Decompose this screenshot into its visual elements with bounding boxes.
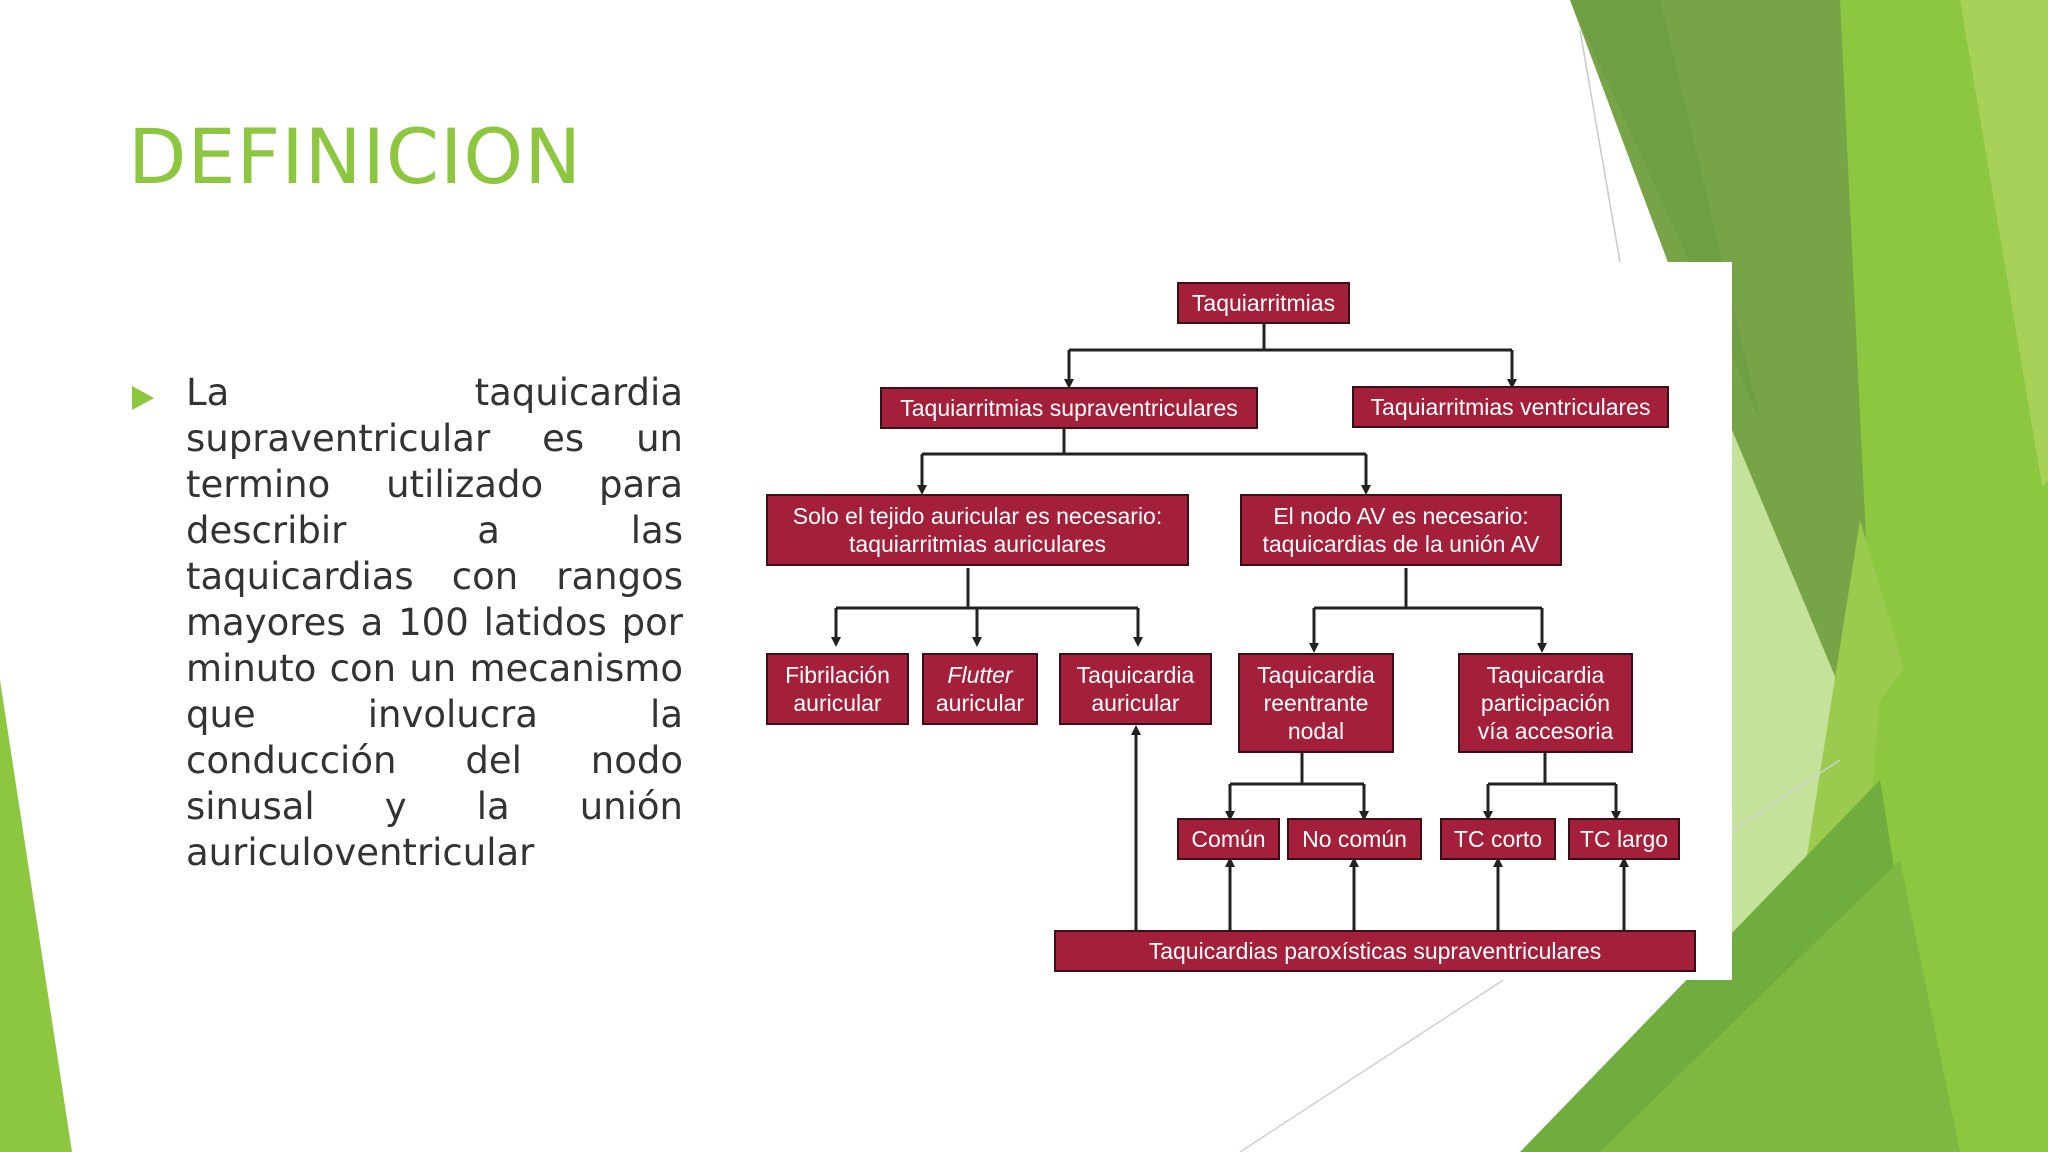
node-ventriculares: Taquiarritmias ventriculares [1352, 386, 1669, 428]
node-no-comun: No común [1287, 818, 1422, 860]
slide-title: DEFINICION [128, 112, 583, 201]
node-comun: Común [1177, 818, 1280, 860]
node-union-av: El nodo AV es necesario:taquicardias de … [1240, 494, 1562, 566]
node-tc-largo: TC largo [1568, 818, 1680, 860]
node-paroxisticas: Taquicardias paroxísticas supraventricul… [1054, 930, 1696, 972]
tachyarrhythmia-diagram: Taquiarritmias Taquiarritmias supraventr… [754, 262, 1732, 980]
node-taquiarritmias: Taquiarritmias [1177, 282, 1350, 324]
node-supraventriculares: Taquiarritmias supraventriculares [880, 387, 1258, 429]
bullet-arrow-icon [132, 386, 154, 410]
node-auriculares: Solo el tejido auricular es necesario:ta… [766, 494, 1189, 566]
diagram-connectors [831, 322, 1629, 930]
node-tc-corto: TC corto [1440, 818, 1556, 860]
definition-text: La taquicardia supraventricular es un te… [186, 371, 683, 874]
